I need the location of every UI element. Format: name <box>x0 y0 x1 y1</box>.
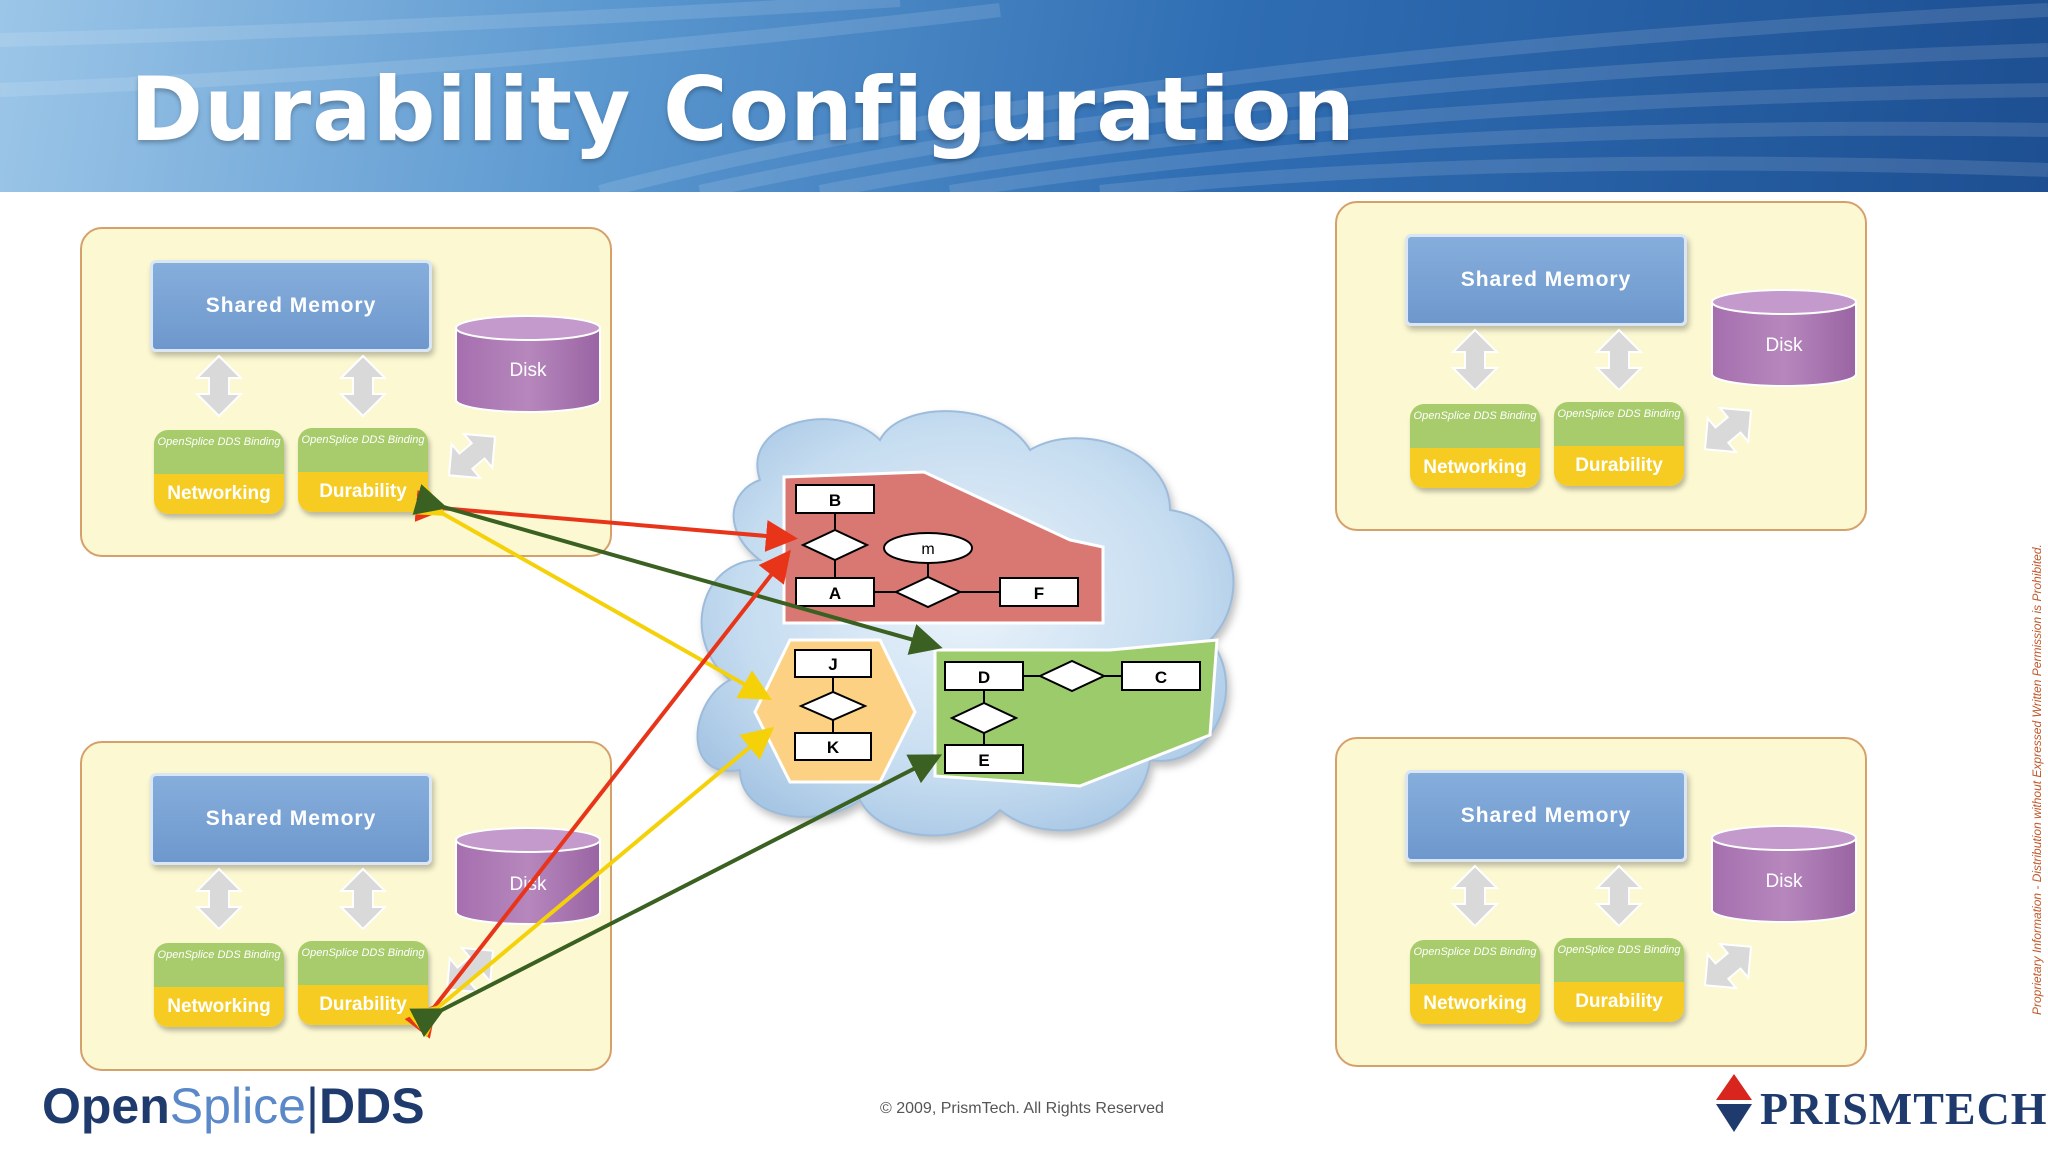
disk-label: Disk <box>510 360 547 381</box>
banner-pattern <box>0 0 2048 192</box>
disk-icon: Disk <box>1711 825 1857 923</box>
entity-label: K <box>827 738 840 757</box>
networking-label: Networking <box>154 987 284 1027</box>
title-banner: Durability Configuration <box>0 0 2048 192</box>
green-arrow <box>409 754 943 1038</box>
binding-label: OpenSplice DDS Binding <box>154 943 284 987</box>
shared-memory-box: Shared Memory <box>150 260 432 352</box>
binding-label: OpenSplice DDS Binding <box>1410 940 1540 984</box>
entity-box <box>1121 661 1201 691</box>
relation-diamond <box>949 701 1019 735</box>
durability-service: OpenSplice DDS Binding Durability <box>298 428 428 512</box>
shared-memory-box: Shared Memory <box>1405 234 1687 326</box>
entity-label: E <box>978 751 989 770</box>
durability-label: Durability <box>298 472 428 512</box>
prismtech-logo-mark <box>1716 1074 1752 1132</box>
disk-icon: Disk <box>455 315 601 413</box>
alignment-arrows <box>404 484 943 1039</box>
entity-label: F <box>1034 584 1044 603</box>
durability-service: OpenSplice DDS Binding Durability <box>1554 938 1684 1022</box>
entity-label: D <box>978 668 990 687</box>
entity-label: A <box>829 584 841 603</box>
disk-label: Disk <box>1766 871 1803 892</box>
entity-label: C <box>1155 668 1167 687</box>
slide-title: Durability Configuration <box>130 58 1356 161</box>
durability-label: Durability <box>1554 982 1684 1022</box>
networking-service: OpenSplice DDS Binding Networking <box>154 430 284 514</box>
durability-service: OpenSplice DDS Binding Durability <box>1554 402 1684 486</box>
shared-memory-box: Shared Memory <box>150 773 432 865</box>
entity-label: J <box>828 655 837 674</box>
disk-icon: Disk <box>1711 289 1857 387</box>
networking-service: OpenSplice DDS Binding Networking <box>154 943 284 1027</box>
durability-label: Durability <box>1554 446 1684 486</box>
attribute-label: m <box>921 541 934 558</box>
networking-label: Networking <box>1410 984 1540 1024</box>
binding-label: OpenSplice DDS Binding <box>1410 404 1540 448</box>
entity-label: B <box>829 491 841 510</box>
red-arrow <box>404 549 791 1039</box>
entity-box <box>944 744 1024 774</box>
opensplice-logo: OpenSplice|DDS <box>42 1078 425 1134</box>
binding-label: OpenSplice DDS Binding <box>298 428 428 472</box>
networking-label: Networking <box>1410 448 1540 488</box>
copyright-text: © 2009, PrismTech. All Rights Reserved <box>880 1100 1164 1117</box>
networking-service: OpenSplice DDS Binding Networking <box>1410 404 1540 488</box>
disk-icon: Disk <box>455 827 601 925</box>
disk-label: Disk <box>1766 335 1803 356</box>
relation-diamond <box>798 690 868 722</box>
proprietary-notice: Proprietary Information - Distribution w… <box>2030 544 2044 1015</box>
binding-label: OpenSplice DDS Binding <box>1554 938 1684 982</box>
prismtech-logo: PRISMTECH <box>1710 1070 2047 1140</box>
entity-box <box>999 577 1079 607</box>
networking-label: Networking <box>154 474 284 514</box>
green-partition: D C E <box>933 638 1219 788</box>
orange-partition: J K <box>753 638 917 784</box>
shared-memory-box: Shared Memory <box>1405 770 1687 862</box>
binding-label: OpenSplice DDS Binding <box>1554 402 1684 446</box>
binding-label: OpenSplice DDS Binding <box>154 430 284 474</box>
networking-service: OpenSplice DDS Binding Networking <box>1410 940 1540 1024</box>
